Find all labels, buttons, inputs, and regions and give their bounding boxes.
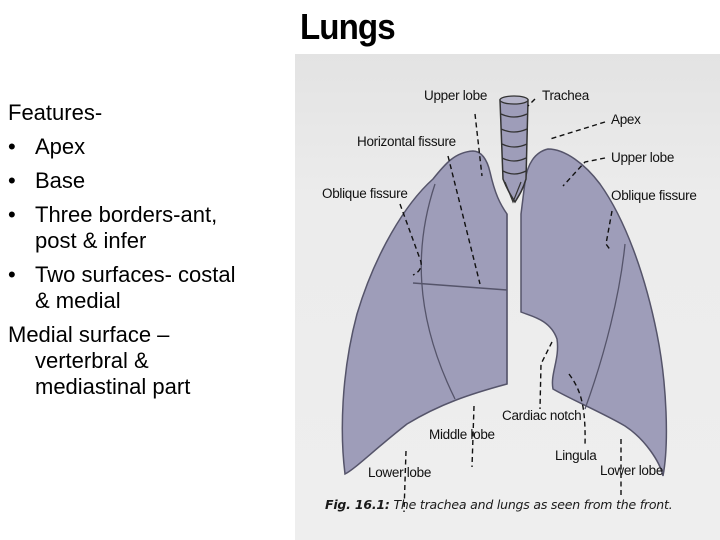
leader-upper-lobe-right <box>562 157 606 187</box>
leader-lower-lobe-left <box>403 450 407 513</box>
label-oblique-fissure-right: Oblique fissure <box>611 188 697 203</box>
right-lung-shape <box>341 150 508 476</box>
list-item-borders: • Three borders-ant, post & infer <box>8 202 298 254</box>
label-oblique-fissure-left: Oblique fissure <box>322 186 408 201</box>
right-horizontal-fissure-line <box>412 282 508 291</box>
label-cardiac-notch: Cardiac notch <box>502 408 581 423</box>
leader-middle-lobe <box>471 405 475 468</box>
list-item-text: Base <box>35 168 86 193</box>
features-list: • Apex • Base • Three borders-ant, post … <box>8 134 298 314</box>
leader-trachea <box>527 98 536 107</box>
lung-diagram-illustration: Upper lobe Trachea Apex Horizontal fissu… <box>322 88 697 513</box>
lung-diagram-figure: Upper lobe Trachea Apex Horizontal fissu… <box>295 54 720 540</box>
leader-apex <box>549 121 606 140</box>
list-item-text: Apex <box>35 134 86 159</box>
bullet-icon: • <box>8 262 16 287</box>
list-item-text-cont: & medial <box>35 288 121 313</box>
label-apex: Apex <box>611 112 641 127</box>
list-item-apex: • Apex <box>8 134 298 160</box>
paragraph-line-2: verterbral & <box>35 348 149 373</box>
label-lingula: Lingula <box>555 448 597 463</box>
caption-prefix: Fig. 16.1: <box>325 497 390 512</box>
label-upper-lobe-left: Upper lobe <box>424 88 487 103</box>
label-lower-lobe-left: Lower lobe <box>368 465 431 480</box>
list-item-surfaces: • Two surfaces- costal & medial <box>8 262 298 314</box>
caption-text: The trachea and lungs as seen from the f… <box>389 497 673 512</box>
leader-horizontal-fissure <box>447 155 481 285</box>
label-lower-lobe-right: Lower lobe <box>600 463 663 478</box>
left-oblique-fissure-line <box>584 243 626 410</box>
list-item-text-cont: post & infer <box>35 228 147 253</box>
leader-oblique-fissure-right <box>605 210 613 252</box>
list-item-text: Three borders-ant, <box>35 202 218 227</box>
label-middle-lobe: Middle lobe <box>429 427 495 442</box>
leader-cardiac-notch <box>539 341 553 410</box>
features-text-block: Features- • Apex • Base • Three borders-… <box>8 100 298 400</box>
label-horizontal-fissure: Horizontal fissure <box>357 134 456 149</box>
list-item-text: Two surfaces- costal <box>35 262 236 287</box>
figure-caption: Fig. 16.1: The trachea and lungs as seen… <box>325 497 673 512</box>
right-oblique-fissure-line <box>420 183 456 400</box>
trachea-shape <box>499 95 529 204</box>
leader-upper-lobe-left <box>474 113 483 177</box>
label-trachea: Trachea <box>542 88 590 103</box>
left-lung-shape <box>520 148 668 477</box>
list-item-base: • Base <box>8 168 298 194</box>
paragraph-line-3: mediastinal part <box>35 374 191 399</box>
medial-surface-paragraph: Medial surface – verterbral & mediastina… <box>8 322 298 400</box>
label-upper-lobe-right: Upper lobe <box>611 150 674 165</box>
bullet-icon: • <box>8 202 16 227</box>
slide-title: Lungs <box>300 6 396 47</box>
leader-lingula <box>568 373 586 447</box>
bullet-icon: • <box>8 168 16 193</box>
features-heading: Features- <box>8 100 103 125</box>
bullet-icon: • <box>8 134 16 159</box>
paragraph-line-1: Medial surface – <box>8 322 170 347</box>
